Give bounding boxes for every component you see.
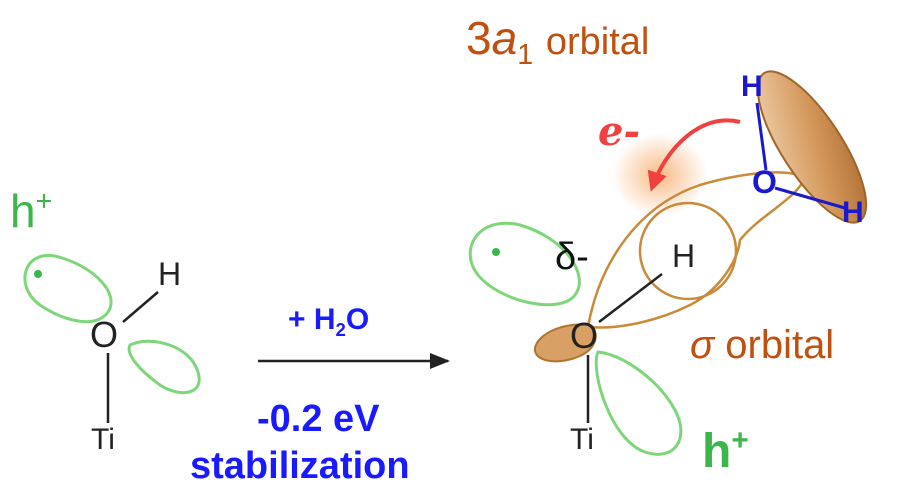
electron-transfer-arrow xyxy=(647,118,741,192)
water-oh-bond-top xyxy=(755,102,768,171)
right-atom-o: O xyxy=(570,315,599,356)
water-atom-h-top: H xyxy=(741,70,763,103)
o-back-lobe xyxy=(533,323,597,363)
left-hole-label: h+ xyxy=(10,185,53,237)
energy-label: stabilization xyxy=(190,445,410,487)
left-hole-lobe-upper xyxy=(23,254,113,324)
left-oh-bond xyxy=(122,291,159,323)
water-3a1-orbital xyxy=(756,70,868,224)
water-atom-h-right: H xyxy=(842,196,864,229)
left-atom-o: O xyxy=(90,314,119,355)
delta-minus-label: δ- xyxy=(555,236,589,278)
left-atom-ti: Ti xyxy=(91,423,115,456)
water-atom-o: O xyxy=(752,164,777,200)
electron-label: e- xyxy=(598,108,641,155)
right-hole-lobe-lower xyxy=(594,350,683,456)
orbital-3a1-label: 3a1 orbital xyxy=(466,12,650,72)
right-oh-bond xyxy=(598,273,663,323)
right-atom-ti: Ti xyxy=(570,423,594,456)
left-atom-h: H xyxy=(158,256,182,292)
right-hole-lobe-upper xyxy=(468,221,581,307)
right-atom-h-bonded: H xyxy=(672,238,696,274)
left-hole-dot xyxy=(34,270,42,278)
left-hole-lobe-lower xyxy=(127,339,201,395)
reagent-label: + H2O xyxy=(288,303,370,340)
bonded-h-orbital xyxy=(638,201,738,301)
right-hole-label: h+ xyxy=(702,424,749,478)
water-oh-bond-right xyxy=(774,186,846,210)
sigma-orbital-label: σ orbital xyxy=(690,323,835,367)
energy-value: -0.2 eV xyxy=(257,398,380,440)
right-hole-dot xyxy=(492,248,500,256)
